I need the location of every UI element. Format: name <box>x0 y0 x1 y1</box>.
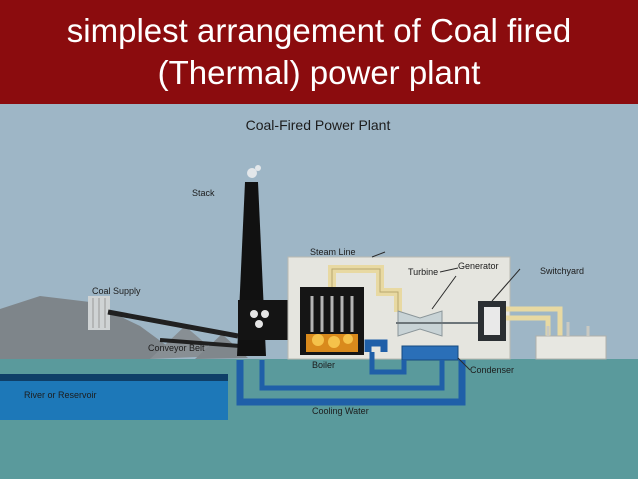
label-coal-supply: Coal Supply <box>92 286 141 296</box>
label-steam-line: Steam Line <box>310 247 356 257</box>
slide-title-line-2: (Thermal) power plant <box>157 54 481 91</box>
slide-title-line-1: simplest arrangement of Coal fired <box>66 12 572 49</box>
label-switchyard: Switchyard <box>540 266 584 276</box>
cooling-water-pipe-inner <box>259 360 445 391</box>
feedwater-pipe <box>364 339 388 352</box>
leader-line <box>431 275 457 310</box>
title-bar: simplest arrangement of Coal fired (Ther… <box>0 0 638 104</box>
label-conveyor-belt: Conveyor Belt <box>148 343 205 353</box>
label-generator: Generator <box>458 261 499 271</box>
stack-smoke <box>255 165 261 171</box>
river-top-edge <box>0 374 228 381</box>
power-plant-diagram: Coal-Fired Power Plant Stack Steam Line … <box>0 104 638 479</box>
switchyard <box>535 335 607 360</box>
conveyor-belt-lower <box>159 338 241 348</box>
slide-title: simplest arrangement of Coal fired (Ther… <box>67 10 571 94</box>
cooling-water-pipe <box>236 360 466 406</box>
label-condenser: Condenser <box>470 365 514 375</box>
steam-line-outline <box>331 268 399 312</box>
diagram-title: Coal-Fired Power Plant <box>246 117 391 133</box>
leader-line <box>491 268 521 302</box>
conveyor-belt <box>107 309 239 339</box>
transmission-line <box>506 306 563 336</box>
label-cooling-water: Cooling Water <box>312 406 369 416</box>
label-boiler: Boiler <box>312 360 335 370</box>
stack-smoke <box>247 168 257 178</box>
boiler-fire <box>343 334 353 344</box>
leader-line <box>371 251 386 258</box>
coal-feeder-roller <box>250 310 258 318</box>
label-river-or-reservoir: River or Reservoir <box>24 390 97 400</box>
leader-line <box>439 267 459 273</box>
generator-core <box>484 307 500 335</box>
boiler-fire <box>312 334 324 346</box>
boiler-fire <box>328 336 340 348</box>
condensate-pipe <box>369 352 407 375</box>
condenser <box>401 345 459 361</box>
river-or-reservoir <box>0 380 228 420</box>
coal-pile <box>0 296 170 359</box>
leader-line <box>457 357 471 371</box>
label-turbine: Turbine <box>408 267 438 277</box>
coal-feeder-roller <box>255 320 263 328</box>
label-stack: Stack <box>192 188 215 198</box>
coal-feeder-roller <box>261 310 269 318</box>
